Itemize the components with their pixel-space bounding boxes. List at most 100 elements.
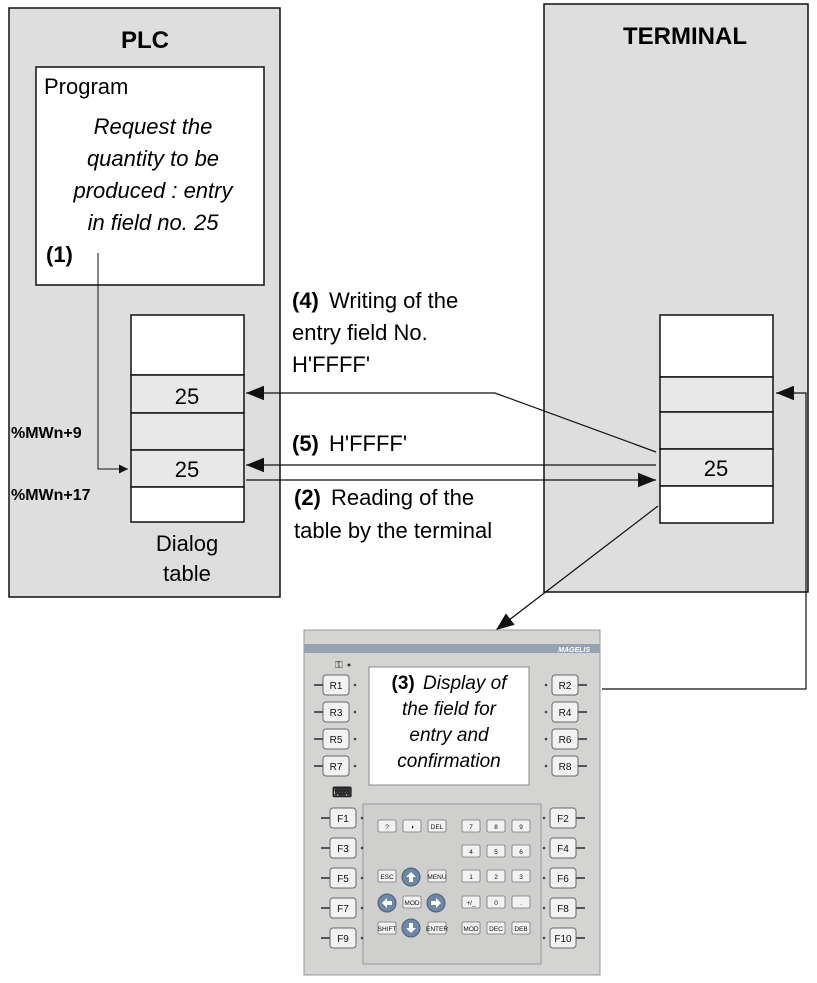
keypad-key-deb-512[interactable]: DEB xyxy=(511,921,531,935)
key-f10[interactable]: F10 xyxy=(542,927,585,949)
key-f8-label: F8 xyxy=(557,904,569,915)
keyboard-indicator-icon: ⌨ xyxy=(332,784,352,800)
keypad-key-0-487-cap[interactable] xyxy=(486,895,506,909)
key-r2-label: R2 xyxy=(559,681,572,692)
keypad-key-enter-428[interactable]: ENTER xyxy=(426,921,448,935)
key-r5[interactable]: R5 xyxy=(314,728,357,750)
key-r5-label: R5 xyxy=(330,735,343,746)
keypad-key-deb-512-cap[interactable] xyxy=(511,921,531,935)
keypad-key-4-462[interactable]: 4 xyxy=(461,844,481,858)
keypad-key-4-462-cap[interactable] xyxy=(461,844,481,858)
keypad-key-6-512-cap[interactable] xyxy=(511,844,531,858)
key-r2[interactable]: R2 xyxy=(544,674,587,696)
key-f4[interactable]: F4 xyxy=(542,837,585,859)
key-r3[interactable]: R3 xyxy=(314,701,357,723)
plc-title: PLC xyxy=(121,27,169,54)
keypad-key-shift-378-cap[interactable] xyxy=(377,921,397,935)
keypad-key-3-512-cap[interactable] xyxy=(511,869,531,883)
keypad-key-menu-428-cap[interactable] xyxy=(427,869,447,883)
keypad-key-menu-428-label: MENU xyxy=(427,874,446,881)
key-r8-led xyxy=(544,764,548,768)
keypad-key-8-487[interactable]: 8 xyxy=(486,819,506,833)
dialog-table-caption-1: Dialog xyxy=(156,531,218,556)
key-f9-label: F9 xyxy=(337,934,349,945)
arrow-left-key[interactable] xyxy=(377,893,397,913)
keypad-key--462-cap[interactable] xyxy=(461,895,481,909)
key-f9[interactable]: F9 xyxy=(321,927,364,949)
screen-line-1: (3) Display of xyxy=(392,673,509,694)
register-label-mwn9: %MWn+9 xyxy=(11,425,82,442)
key-f1[interactable]: F1 xyxy=(321,807,364,829)
key-f6[interactable]: F6 xyxy=(542,867,585,889)
device-screen xyxy=(368,666,530,786)
keypad-key-shift-378-label: SHIFT xyxy=(378,926,397,933)
key-f2[interactable]: F2 xyxy=(542,807,585,829)
keypad-key--512-cap[interactable] xyxy=(511,895,531,909)
keypad-key--378[interactable]: ? xyxy=(377,819,397,833)
key-f3[interactable]: F3 xyxy=(321,837,364,859)
program-title: Program xyxy=(44,74,128,99)
keypad-key--403-cap[interactable] xyxy=(402,819,422,833)
key-f3-label: F3 xyxy=(337,844,349,855)
keypad-key-6-512[interactable]: 6 xyxy=(511,844,531,858)
keypad-key--512[interactable]: . xyxy=(511,895,531,909)
key-r7[interactable]: R7 xyxy=(314,755,357,777)
keypad-key-mod-403[interactable]: MOD xyxy=(402,895,422,909)
keypad-key-8-487-cap[interactable] xyxy=(486,819,506,833)
device-brand-logo: MAGELIS xyxy=(558,647,590,654)
key-r6[interactable]: R6 xyxy=(544,728,587,750)
key-f8[interactable]: F8 xyxy=(542,897,585,919)
keypad-key--403-label: ◑ xyxy=(410,824,414,831)
arrow-down-key[interactable] xyxy=(401,918,421,938)
plc-table-row-1 xyxy=(130,314,245,376)
keypad-key-2-487-cap[interactable] xyxy=(486,869,506,883)
keypad-key-mod-462[interactable]: MOD xyxy=(461,921,481,935)
keypad-key-dec-487-cap[interactable] xyxy=(486,921,506,935)
key-r8[interactable]: R8 xyxy=(544,755,587,777)
key-f2-label: F2 xyxy=(557,814,569,825)
keypad-key-del-428-cap[interactable] xyxy=(427,819,447,833)
terminal-table-row-2 xyxy=(659,376,774,413)
key-f5[interactable]: F5 xyxy=(321,867,364,889)
plc-table-value-4: 25 xyxy=(175,457,199,482)
key-f7[interactable]: F7 xyxy=(321,897,364,919)
keypad-key-3-512[interactable]: 3 xyxy=(511,869,531,883)
keypad-key-2-487-label: 2 xyxy=(494,874,498,881)
keypad-key-2-487[interactable]: 2 xyxy=(486,869,506,883)
keypad-key-9-512[interactable]: 9 xyxy=(511,819,531,833)
alarm-indicator-icon: ⚿ xyxy=(335,660,343,671)
keypad-key-esc-378[interactable]: ESC xyxy=(377,869,397,883)
keypad-key--378-cap[interactable] xyxy=(377,819,397,833)
keypad-key-5-487[interactable]: 5 xyxy=(486,844,506,858)
keypad-key-enter-428-cap[interactable] xyxy=(427,921,447,935)
keypad-key-0-487[interactable]: 0 xyxy=(486,895,506,909)
keypad-key-5-487-cap[interactable] xyxy=(486,844,506,858)
step-1-arrow xyxy=(97,253,128,474)
keypad-key-shift-378[interactable]: SHIFT xyxy=(377,921,397,935)
key-r7-led xyxy=(353,764,357,768)
keypad-key-del-428[interactable]: DEL xyxy=(427,819,447,833)
arrow-right-key[interactable] xyxy=(426,893,446,913)
keypad-key-1-462[interactable]: 1 xyxy=(461,869,481,883)
program-text-line-4: in field no. 25 xyxy=(88,210,220,235)
key-r6-led xyxy=(544,737,548,741)
screen-line-3: entry and xyxy=(409,725,490,746)
step-2-line-2: table by the terminal xyxy=(294,518,492,543)
key-r7-label: R7 xyxy=(330,762,343,773)
keypad-key-9-512-cap[interactable] xyxy=(511,819,531,833)
key-r1[interactable]: R1 xyxy=(314,674,357,696)
keypad-key-dec-487[interactable]: DEC xyxy=(486,921,506,935)
keypad-key-7-462-cap[interactable] xyxy=(461,819,481,833)
keypad-key--403[interactable]: ◑ xyxy=(402,819,422,833)
arrow-up-key[interactable] xyxy=(401,867,421,887)
keypad-key-1-462-cap[interactable] xyxy=(461,869,481,883)
keypad-key-esc-378-cap[interactable] xyxy=(377,869,397,883)
keypad-key-mod-403-cap[interactable] xyxy=(402,895,422,909)
key-r4[interactable]: R4 xyxy=(544,701,587,723)
keypad-key-menu-428[interactable]: MENU xyxy=(427,869,447,883)
keypad-key--462[interactable]: +/_ xyxy=(461,895,481,909)
keypad-key-6-512-label: 6 xyxy=(519,849,523,856)
keypad-key-7-462[interactable]: 7 xyxy=(461,819,481,833)
arrow-right-key-glyph xyxy=(431,898,441,908)
keypad-key-mod-462-cap[interactable] xyxy=(461,921,481,935)
